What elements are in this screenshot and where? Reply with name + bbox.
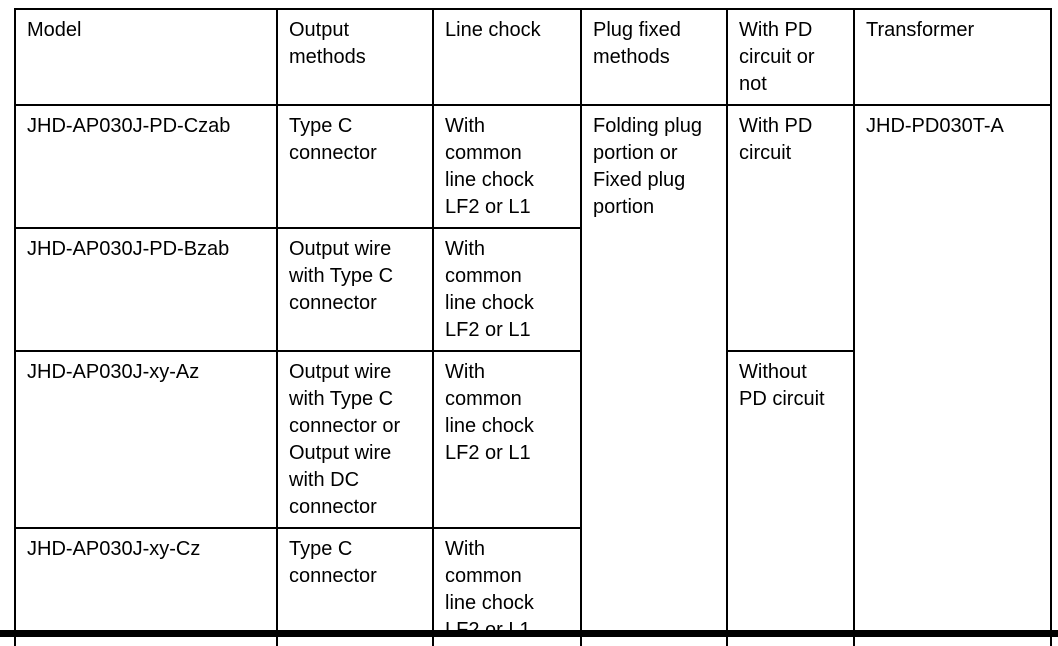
header-cell-plug-fixed-methods: Plug fixed methods	[580, 8, 728, 106]
header-cell-model: Model	[14, 8, 278, 106]
cell-output-methods: Output wire with Type C connector	[276, 227, 434, 352]
header-cell-pd-circuit: With PD circuit or not	[726, 8, 855, 106]
cell-pd-with-circuit: With PD circuit	[726, 104, 855, 352]
table-row: JHD-AP030J-xy-Az Output wire with Type C…	[14, 350, 1051, 646]
cell-model: JHD-AP030J-xy-Az	[14, 350, 278, 529]
header-cell-output-methods: Output methods	[276, 8, 434, 106]
cell-plug-fixed-methods: Folding plug portion or Fixed plug porti…	[580, 104, 728, 646]
cell-model: JHD-AP030J-PD-Czab	[14, 104, 278, 229]
page-bottom-rule	[0, 630, 1058, 637]
table-row: JHD-AP030J-PD-Bzab Output wire with Type…	[14, 227, 1051, 352]
table-header-row: Model Output methods Line chock Plug fix…	[14, 8, 1052, 106]
cell-model: JHD-AP030J-PD-Bzab	[14, 227, 278, 352]
cell-line-chock: With common line chock LF2 or L1	[432, 527, 582, 646]
cell-output-methods: Output wire with Type C connector or Out…	[276, 350, 434, 529]
cell-pd-without-circuit: Without PD circuit	[726, 350, 855, 646]
cell-line-chock: With common line chock LF2 or L1	[432, 227, 582, 352]
cell-output-methods: Type C connector	[276, 104, 434, 229]
model-spec-table: Model Output methods Line chock Plug fix…	[14, 8, 1052, 646]
cell-line-chock: With common line chock LF2 or L1	[432, 104, 582, 229]
cell-line-chock: With common line chock LF2 or L1	[432, 350, 582, 529]
cell-model: JHD-AP030J-xy-Cz	[14, 527, 278, 646]
cell-transformer: JHD-PD030T-A	[853, 104, 1052, 646]
header-cell-transformer: Transformer	[853, 8, 1052, 106]
header-cell-line-chock: Line chock	[432, 8, 582, 106]
cell-output-methods: Type C connector	[276, 527, 434, 646]
table-row: JHD-AP030J-xy-Cz Type C connector With c…	[14, 527, 1051, 646]
table-row: JHD-AP030J-PD-Czab Type C connector With…	[14, 104, 1052, 646]
